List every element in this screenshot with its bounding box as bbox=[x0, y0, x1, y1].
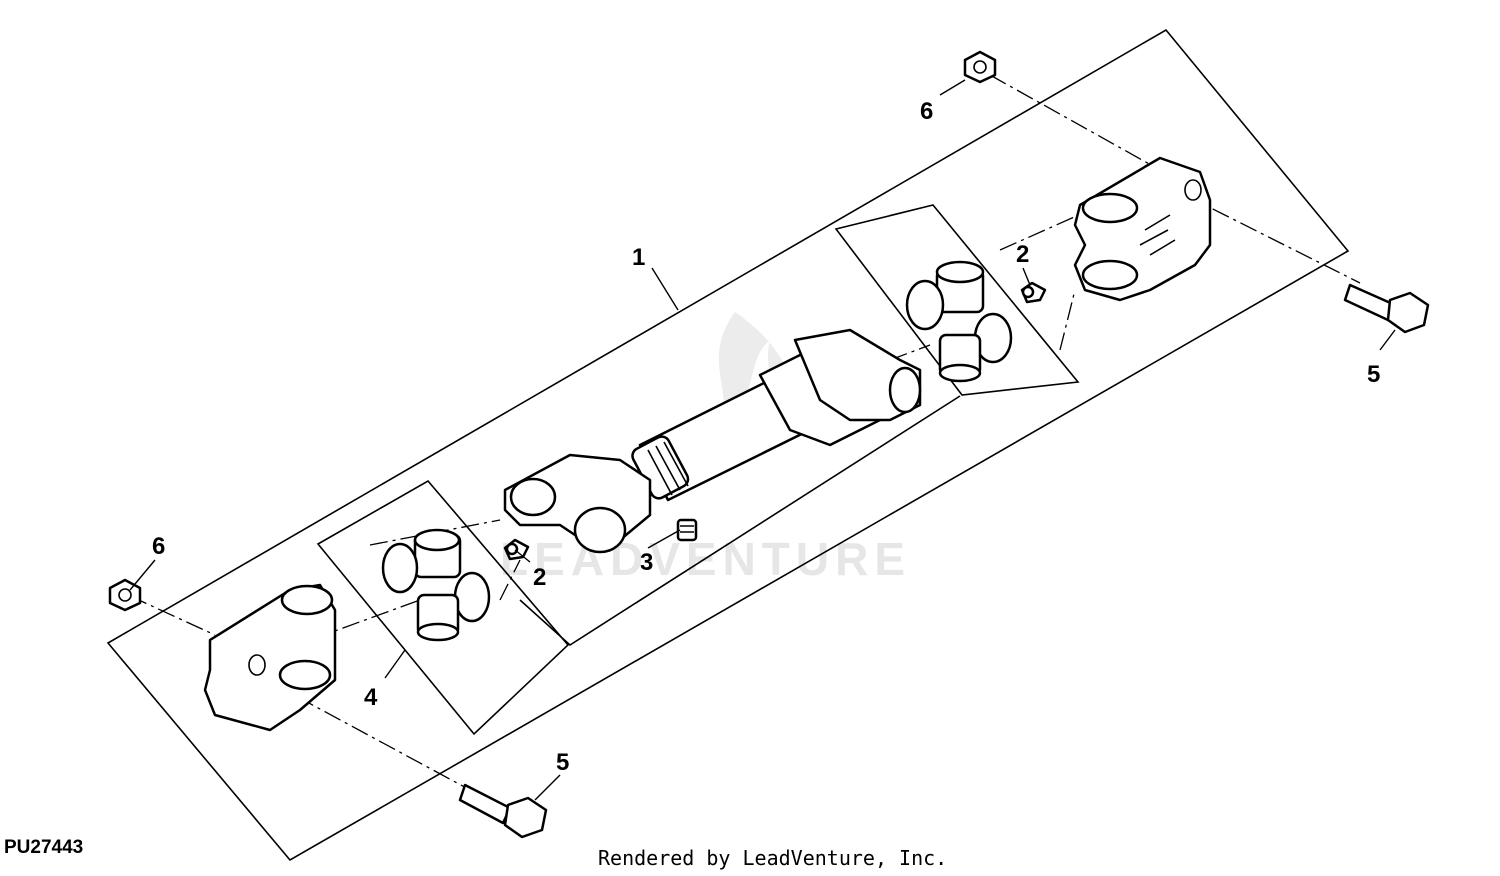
callout-2-left: 2 bbox=[533, 564, 546, 591]
right-bolt bbox=[1343, 283, 1430, 334]
callout-6-left: 6 bbox=[152, 533, 165, 560]
left-yoke bbox=[203, 583, 337, 732]
left-ujoint-box bbox=[316, 479, 570, 736]
left-grease-fitting bbox=[503, 538, 530, 561]
callout-2-right: 2 bbox=[1016, 241, 1029, 268]
right-yoke bbox=[1073, 156, 1212, 302]
center-shaft-box bbox=[519, 395, 961, 647]
slip-yoke bbox=[503, 453, 652, 554]
callout-1: 1 bbox=[632, 244, 645, 271]
callout-5-left: 5 bbox=[556, 749, 569, 776]
callout-4: 4 bbox=[364, 684, 378, 711]
center-grease-fitting bbox=[676, 518, 698, 542]
left-ujoint-cross bbox=[381, 528, 491, 642]
right-ujoint-cross bbox=[905, 260, 1013, 383]
assembly-outline bbox=[106, 28, 1350, 862]
figure-id: PU27443 bbox=[4, 837, 83, 858]
right-nut bbox=[963, 50, 997, 84]
left-nut bbox=[108, 578, 142, 612]
callout-5-right: 5 bbox=[1367, 361, 1380, 388]
watermark-text: LEADVENTURE bbox=[500, 533, 911, 585]
right-grease-fitting bbox=[1020, 281, 1047, 304]
left-bolt bbox=[458, 783, 548, 839]
callout-6-right: 6 bbox=[920, 98, 933, 125]
center-drive-shaft bbox=[631, 328, 922, 502]
right-ujoint-box bbox=[834, 204, 1080, 396]
callout-3: 3 bbox=[640, 549, 653, 576]
leader-lines bbox=[129, 79, 1396, 801]
rendered-by-credit: Rendered by LeadVenture, Inc. bbox=[598, 846, 947, 870]
